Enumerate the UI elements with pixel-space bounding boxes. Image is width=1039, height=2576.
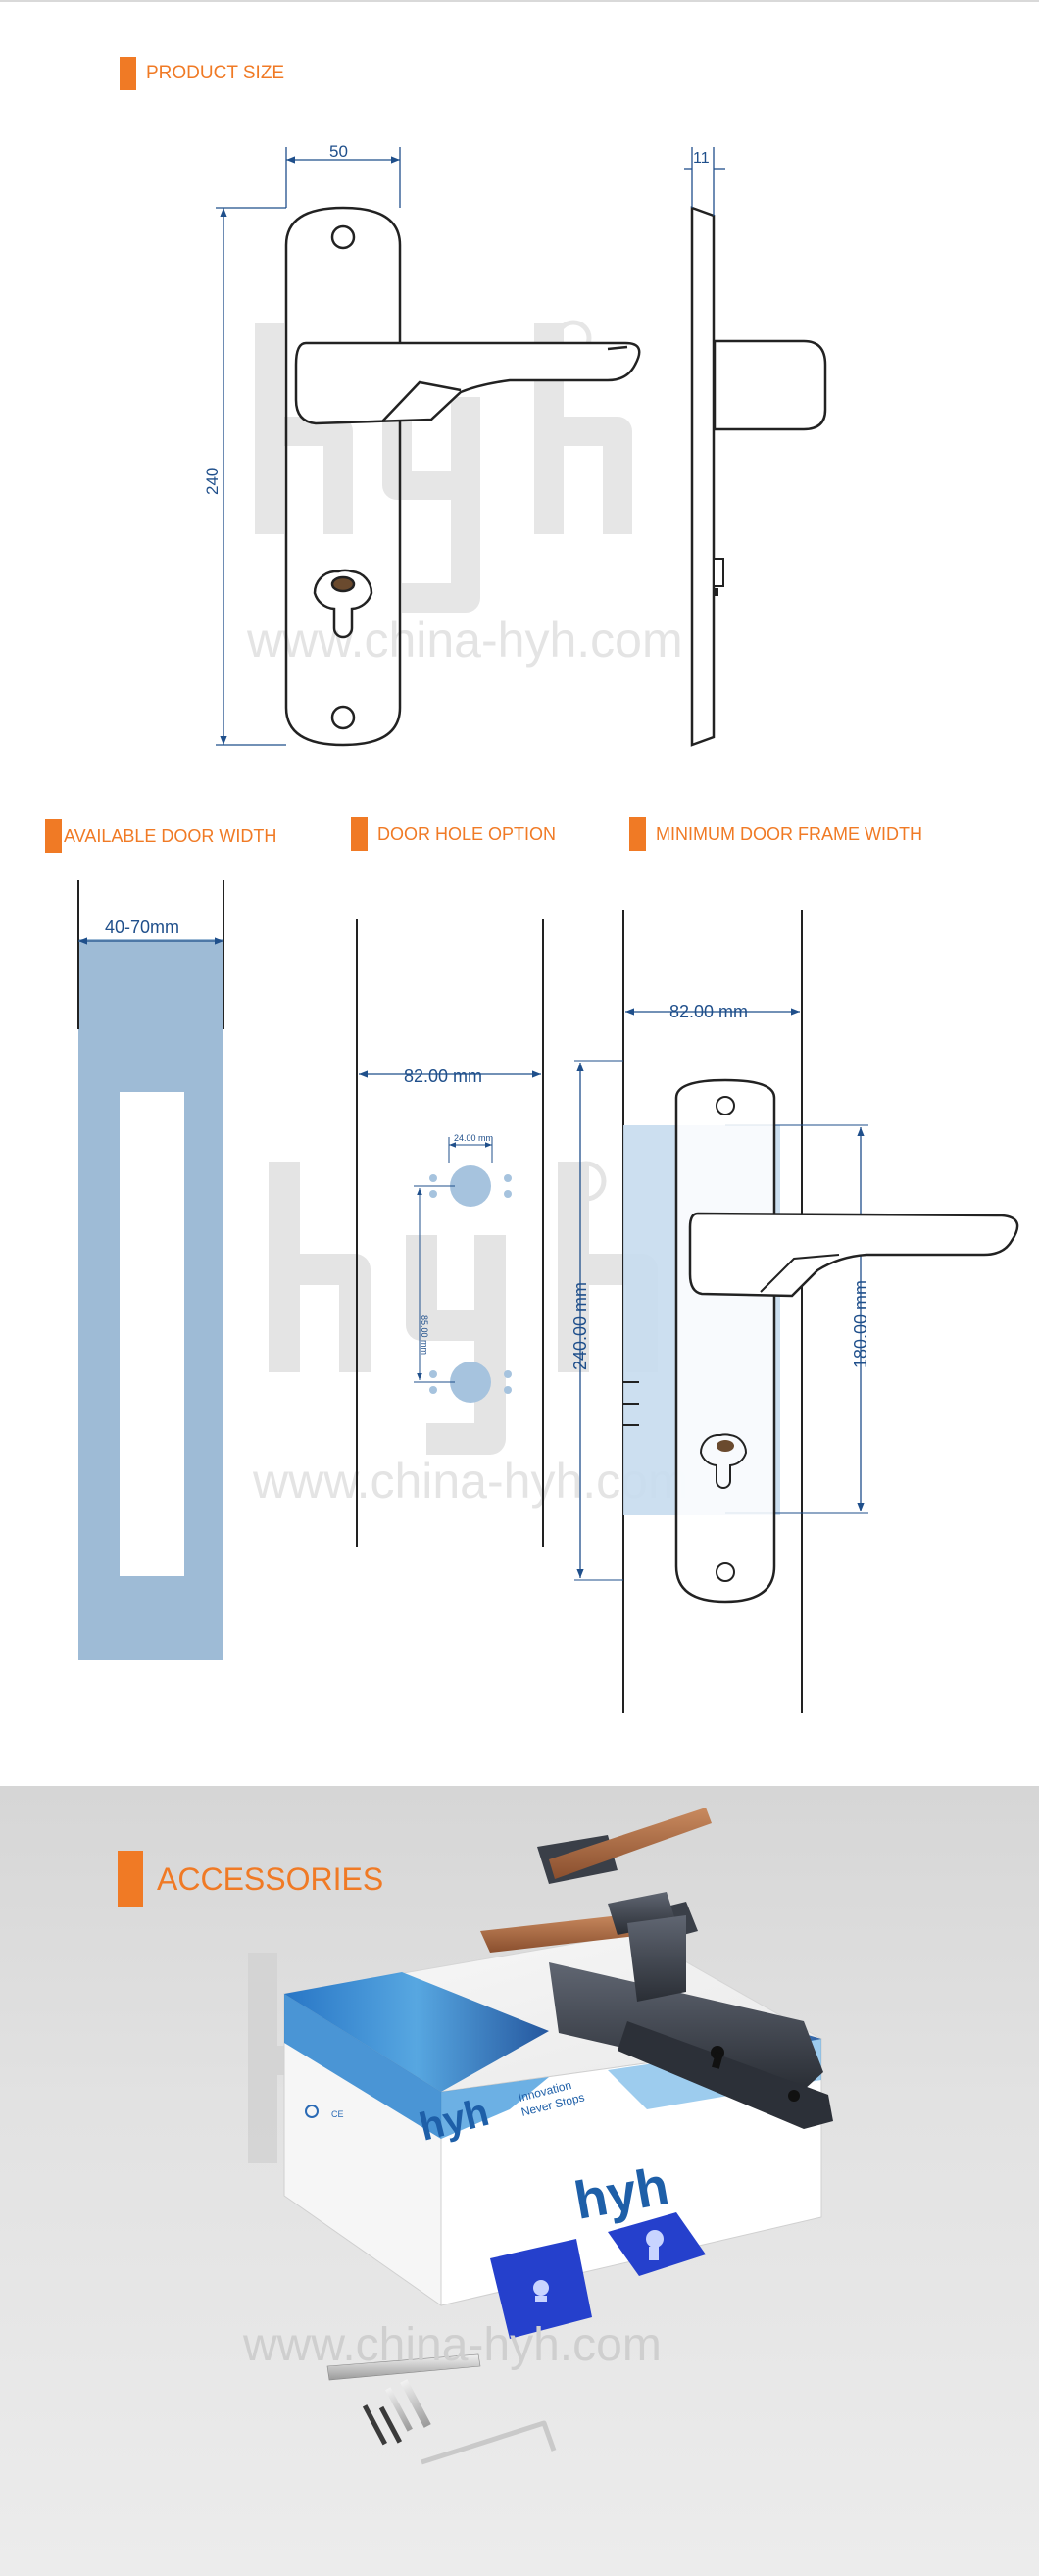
watermark-url: www.china-hyh.com (246, 613, 683, 668)
product-handle-set (480, 1808, 833, 2129)
section-title-product-size: PRODUCT SIZE (120, 57, 284, 90)
dim-thickness-label: 11 (693, 150, 710, 167)
section-title-text: AVAILABLE DOOR WIDTH (64, 825, 277, 846)
section-title-text: DOOR HOLE OPTION (377, 823, 557, 844)
watermark-url: www.china-hyh.com (252, 1454, 689, 1509)
watermark-url: www.china-hyh.com (242, 2319, 662, 2371)
handle-height-label: 180.00 mm (851, 1280, 870, 1368)
door-range-label: 40-70mm (105, 917, 179, 937)
section-title-min-frame: MINIMUM DOOR FRAME WIDTH (629, 817, 922, 851)
title-accent-bar (351, 817, 368, 851)
watermark-logo (255, 320, 632, 613)
section-title-text: PRODUCT SIZE (146, 63, 285, 83)
section-title-door-hole: DOOR HOLE OPTION (351, 817, 556, 851)
accessory-hardware (326, 2353, 557, 2465)
title-accent-bar (118, 1851, 143, 1907)
min-frame-diagram (574, 910, 1019, 1713)
door-width-diagram (77, 880, 224, 1660)
front-view-plate (284, 206, 402, 747)
door-hole-diagram (356, 919, 544, 1547)
dim-thickness (684, 147, 725, 216)
frame-width-label: 82.00 mm (669, 1002, 748, 1021)
svg-text:CE: CE (331, 2109, 344, 2119)
dim-height (216, 207, 286, 746)
packaging-box: CE (282, 1932, 823, 2306)
hole-span-label: 82.00 mm (404, 1066, 482, 1086)
escutcheon-plates (490, 2212, 706, 2339)
section-title-text: ACCESSORIES (157, 1860, 384, 1897)
technical-drawings: www.china-hyh.com 50 240 11 (77, 142, 1019, 1713)
section-title-door-width: AVAILABLE DOOR WIDTH (45, 819, 276, 853)
dim-width (285, 147, 401, 208)
section-title-accessories: ACCESSORIES (118, 1851, 383, 1907)
title-accent-bar (45, 819, 62, 853)
hole-pitch-label: 85.00 mm (420, 1315, 429, 1355)
accessories-section: CE hyh Innovation Never Stops hyh (0, 1786, 1039, 2576)
hole-dia-label: 24.00 mm (454, 1133, 493, 1143)
top-divider (0, 0, 1039, 2)
title-accent-bar (629, 817, 646, 851)
accessories-render: CE hyh Innovation Never Stops hyh (242, 1808, 833, 2465)
section-title-text: MINIMUM DOOR FRAME WIDTH (656, 823, 922, 844)
plate-height-label: 240.00 mm (570, 1282, 590, 1370)
front-view-handle (294, 341, 641, 425)
title-accent-bar (120, 57, 136, 90)
dim-height-label: 240 (203, 468, 222, 495)
dim-width-label: 50 (329, 142, 348, 161)
side-view (690, 206, 827, 747)
